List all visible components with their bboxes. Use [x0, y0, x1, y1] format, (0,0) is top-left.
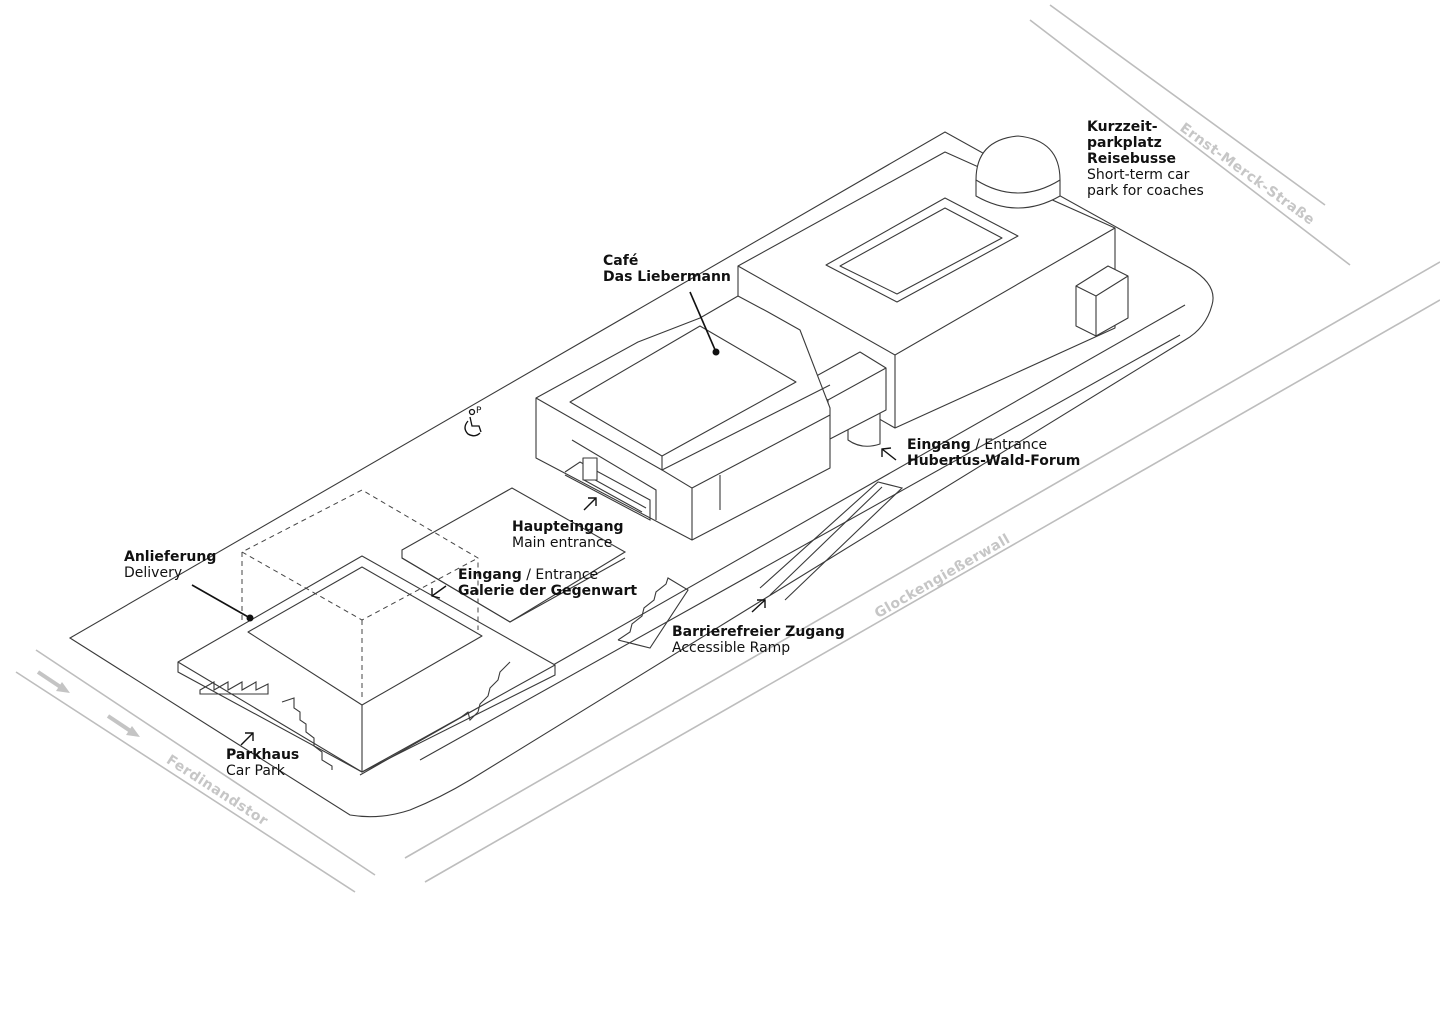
street-lines: [15, 4, 1440, 893]
label-cafe: Café Das Liebermann: [603, 253, 731, 285]
stairs: [199, 577, 689, 770]
label-car-park: Parkhaus Car Park: [226, 747, 300, 779]
label-accessible-ramp: Barrierefreier Zugang Accessible Ramp: [672, 624, 845, 656]
forecourt: [401, 487, 627, 623]
accessible-ramp: [759, 481, 904, 601]
entrance-arrow-carpark: [240, 732, 254, 746]
label-main-entrance: Haupteingang Main entrance: [512, 519, 624, 551]
entrance-arrow-hubertus: [881, 447, 897, 461]
kunsthalle-main-building: [535, 135, 1129, 541]
inner-path: [419, 334, 1181, 761]
galerie-der-gegenwart-building: [177, 489, 556, 773]
entrance-arrow-galerie: [431, 585, 447, 599]
traffic-direction-arrow: [106, 714, 140, 737]
label-delivery: Anlieferung Delivery: [124, 549, 217, 581]
label-galerie-entrance: Eingang / Entrance Galerie der Gegenwart: [458, 567, 638, 599]
parking-letter: P: [476, 406, 482, 416]
label-coach-parking: Kurzzeit- parkplatz Reisebusse Short-ter…: [1087, 119, 1204, 199]
traffic-direction-arrow: [36, 670, 70, 693]
wheelchair-parking-icon: P: [464, 406, 482, 437]
label-hubertus-entrance: Eingang / Entrance Hubertus-Wald-Forum: [907, 437, 1081, 469]
entrance-arrow-ramp: [751, 599, 766, 613]
entrance-arrow-main: [583, 497, 597, 511]
